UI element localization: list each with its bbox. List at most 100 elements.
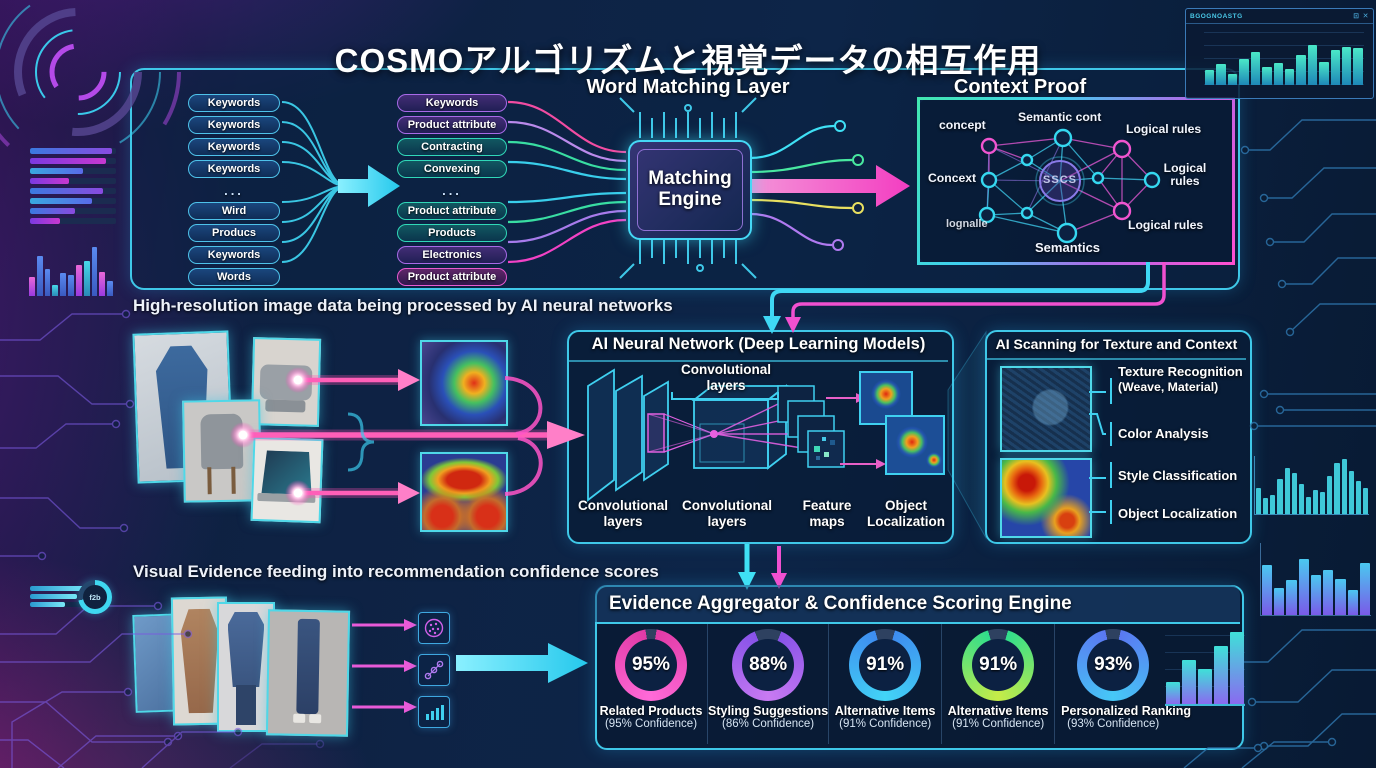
evidence-arrows [352, 619, 588, 713]
sofa-shape [259, 364, 313, 402]
context-proof-heading: Context Proof [953, 76, 1087, 98]
ol-line1: Object [884, 498, 927, 513]
donut-sublabel: (91% Confidence) [839, 718, 932, 730]
node-label-semantic-cont: Semantic cont [1018, 110, 1102, 124]
decor-right-chart-b [1260, 543, 1371, 616]
donut-percent: 91% [979, 654, 1018, 675]
node-label-concept: concept [939, 118, 986, 132]
jacket-shape [180, 609, 219, 714]
bar-chart-icon [426, 705, 444, 720]
donut-label: Styling Suggestions [708, 704, 829, 718]
sofa-base-shape [264, 399, 306, 413]
denim-pants-shape [236, 684, 256, 725]
decor-window-titlebar: BGOGNOASTG ⊡ ✕ [1186, 9, 1373, 24]
scan-label-color: Color Analysis [1118, 426, 1209, 441]
cnn-top-label-line2: layers [706, 377, 746, 393]
logical-right-line1: Logical [1163, 161, 1207, 175]
texture-analysis-iconbox [418, 612, 450, 644]
matching-eng​ine-chip: Matching Engine [628, 140, 752, 240]
donut-ring-alt1: 91% [849, 629, 922, 701]
product-photo-sofa [250, 337, 322, 427]
heatmap-shirt-tile [420, 340, 508, 426]
window-maximize-icon: ⊡ [1353, 13, 1360, 20]
donut-cell-personalized: 93% Personalized Ranking (93% Confidence… [1054, 624, 1255, 744]
node-label-logical-rules-bottom: Logical rules [1128, 218, 1204, 232]
keyword-pill: Keywords [188, 94, 280, 112]
attribute-pill: Keywords [397, 94, 507, 112]
logical-right-line2: rules [1170, 174, 1200, 189]
window-close-icon: ✕ [1362, 13, 1369, 20]
keyword-pill: Keywords [188, 246, 280, 264]
texture-sample-tile [1000, 366, 1092, 452]
keyword-pill: Keywords [188, 160, 280, 178]
images-section-heading: High-resolution image data being process… [133, 296, 673, 315]
attribute-pill: Product attribute [397, 116, 507, 134]
donut-label: Personalized Ranking [1061, 704, 1192, 718]
decor-window-bars [1204, 31, 1364, 85]
cnn-label-featuremaps: Feature maps [782, 498, 872, 529]
evidence-section-heading: Visual Evidence feeding into recommendat… [133, 562, 659, 581]
donut-label: Alternative Items [834, 704, 936, 718]
cnn-panel-heading: AI Neural Network (Deep Learning Models) [591, 335, 926, 353]
attribute-pill: Contracting [397, 138, 507, 156]
scan-panel-heading: AI Scanning for Texture and Context [995, 336, 1238, 352]
fm-line1: Feature [802, 498, 852, 513]
donut-sublabel: (86% Confidence) [722, 718, 815, 730]
chain-dots-icon [424, 660, 444, 680]
donut-sublabel: (93% Confidence) [1067, 718, 1160, 730]
cnn-label-conv1: Convolutional layers [573, 498, 673, 529]
evidence-photo-jeans [265, 609, 351, 737]
texture-recognition-label: Texture Recognition [1118, 364, 1243, 379]
cnn-label-objloc: Object Localization [856, 498, 956, 529]
product-photo-chair [182, 399, 262, 503]
fm-line2: maps [809, 513, 845, 529]
node-label-semantics: Semantics [1035, 240, 1101, 255]
confidence-donut-row: 95% Related Products (95% Confidence) 88… [595, 624, 1246, 744]
donut-percent: 93% [1094, 654, 1133, 675]
scan-heatmap-tile [1000, 458, 1092, 538]
ellipsis-label: ... [442, 182, 462, 198]
decor-hbar-chart [30, 148, 116, 228]
cnn-label-conv2: Convolutional layers [677, 498, 777, 529]
page-title: COSMOアルゴリズムと視覚データの相互作用 [334, 42, 1042, 80]
scan-label-style: Style Classification [1118, 468, 1238, 483]
evidence-panel-header: Evidence Aggregator & Confidence Scoring… [595, 585, 1240, 624]
decor-bottomleft-bars [30, 586, 90, 610]
sphere-dots-icon [424, 618, 444, 638]
product-photo-laptop [250, 436, 324, 524]
donut-cell-alternative-1: 91% Alternative Items (91% Confidence) [828, 624, 941, 744]
keyword-pill: Words [188, 268, 280, 286]
donut-label: Related Products [599, 704, 703, 718]
donut-cell-alternative-2: 91% Alternative Items (91% Confidence) [941, 624, 1054, 744]
shoe-shape [293, 714, 306, 723]
matching-engine-label: Matching Engine [637, 149, 743, 231]
donut-ring-alt2: 91% [962, 629, 1035, 701]
decor-right-chart-a [1254, 456, 1369, 515]
attribute-pill: Convexing [397, 160, 507, 178]
keyword-pill: Wird [188, 202, 280, 220]
donut-cell-styling: 88% Styling Suggestions (86% Confidence) [707, 624, 828, 744]
attribute-pill-column: Keywords Product attribute Contracting C… [397, 94, 507, 290]
conv1-line1: Convolutional [578, 498, 668, 513]
donut-label: Alternative Items [947, 704, 1049, 718]
laptop-screen-shape [261, 450, 313, 495]
center-node-label: SSCS [1043, 174, 1077, 186]
cnn-header-separator [569, 360, 948, 362]
keyword-pill: Producs [188, 224, 280, 242]
cnn-top-label-line1: Convolutional [681, 362, 771, 377]
attribute-pill: Product attribute [397, 268, 507, 286]
evidence-heading-text: Evidence Aggregator & Confidence Scoring… [609, 593, 1072, 614]
conv2-line1: Convolutional [682, 498, 772, 513]
decor-chart-window: BGOGNOASTG ⊡ ✕ [1185, 8, 1374, 99]
ol-line2: Localization [866, 513, 945, 529]
conv1-line2: layers [603, 513, 643, 529]
donut-percent: 91% [866, 654, 905, 675]
engine-label-line2: Engine [658, 189, 722, 210]
conv2-line2: layers [707, 513, 747, 529]
donut-cell-related-products: 95% Related Products (95% Confidence) [595, 624, 707, 744]
keyword-pill: Keywords [188, 138, 280, 156]
cnn-top-label: Convolutional layers [676, 362, 776, 393]
denim-jacket-shape [227, 611, 265, 688]
attribute-pill: Electronics [397, 246, 507, 264]
shoe-shape [308, 714, 322, 724]
